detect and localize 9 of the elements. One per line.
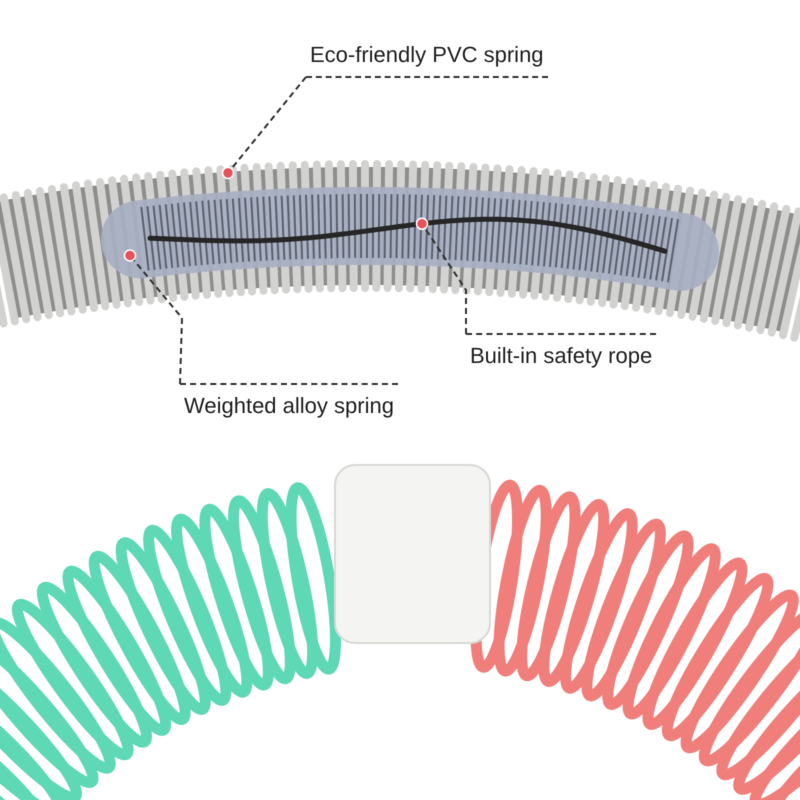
leader-line	[416, 217, 467, 334]
part-label: Built-in safety rope	[466, 333, 656, 371]
inner-spring-drawing	[140, 194, 680, 282]
leader-line	[124, 249, 184, 384]
part-label: Eco-friendly PVC spring	[306, 40, 548, 78]
safety-rope-drawing	[148, 216, 668, 254]
outer-coil-drawing	[0, 160, 800, 342]
part-label: Weighted alloy spring	[180, 383, 398, 421]
leader-line	[222, 76, 307, 180]
